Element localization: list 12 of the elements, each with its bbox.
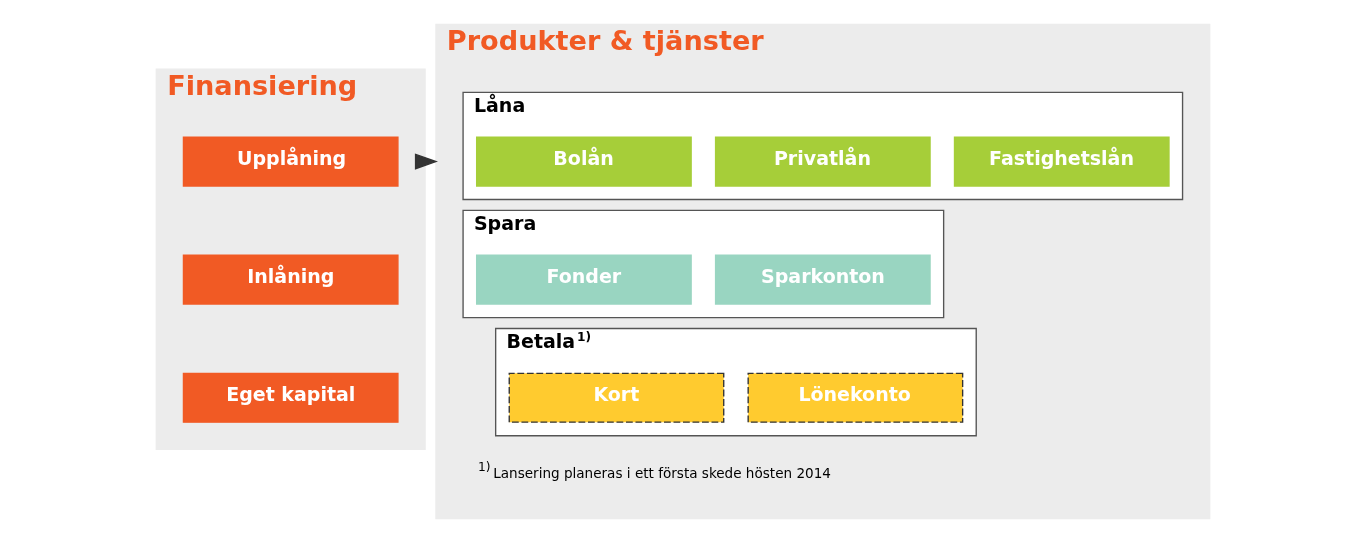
node-box: Inlåning (182, 254, 399, 305)
arrow (414, 153, 438, 170)
node-box: Lönekonto (747, 372, 963, 423)
node-box: Fonder (475, 254, 692, 305)
node-box: Eget kapital (182, 372, 399, 423)
node-box: Bolån (475, 136, 692, 187)
node-box: Kort (508, 372, 724, 423)
node-box: Fastighetslån (953, 136, 1170, 187)
node-box: Privatlån (714, 136, 931, 187)
label: $^{1)}$ Lansering planeras i ett första skede hösten 2014 (477, 459, 831, 481)
node-box: Upplåning (182, 136, 399, 187)
node-box: Sparkonton (714, 254, 931, 305)
